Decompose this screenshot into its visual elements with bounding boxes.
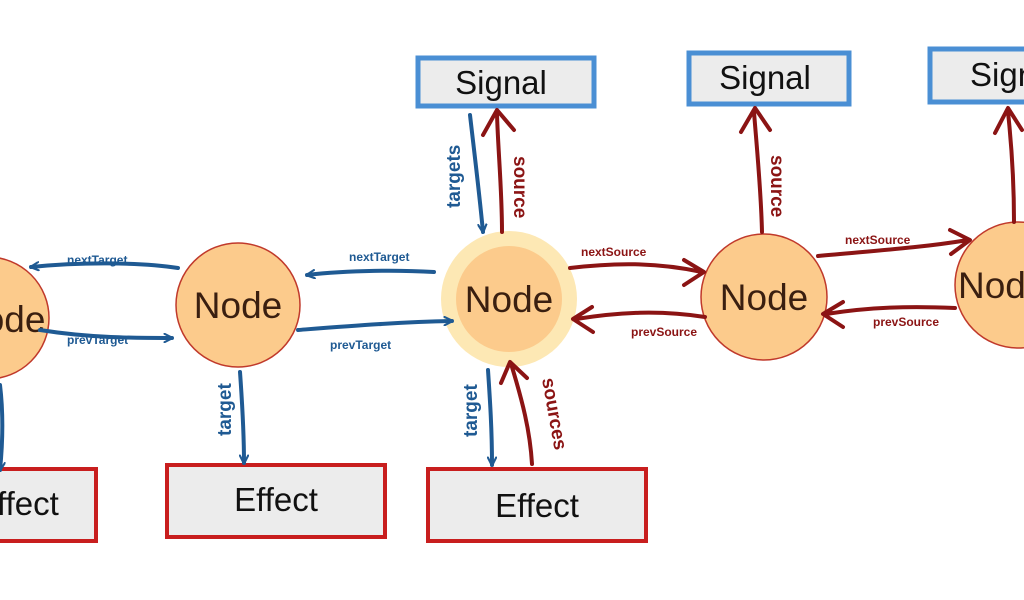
node-highlighted: Node: [441, 231, 577, 367]
target-arrow-2: [238, 370, 244, 465]
signal-label: Signal: [719, 59, 811, 96]
prev-source-label: prevSource: [873, 315, 939, 329]
node-1: Node: [0, 257, 50, 379]
prev-target-arrow-1: [38, 328, 174, 338]
next-target-arrow-1: [29, 263, 180, 268]
effect-box-2: Effect: [165, 463, 387, 539]
next-source-arrow-1: [568, 258, 706, 287]
source-label: source: [509, 156, 530, 218]
targets-arrow: [468, 113, 483, 234]
prev-target-label: prevTarget: [330, 338, 391, 352]
next-target-arrow-2: [305, 268, 436, 275]
signal-label: Signal: [970, 56, 1024, 93]
node-label: Node: [194, 285, 282, 326]
prev-target-arrow-2: [296, 321, 454, 332]
node-4: Node: [700, 233, 828, 361]
effect-label: Effect: [495, 487, 579, 524]
target-arrow-3: [486, 368, 492, 467]
node-5: Node: [954, 221, 1024, 349]
target-label: target: [461, 384, 482, 437]
effect-label: Effect: [234, 481, 318, 518]
target-arrow-1: [0, 383, 2, 472]
next-target-label: nextTarget: [67, 253, 127, 267]
signal-label: Signal: [455, 64, 547, 101]
source-arrow-3: [993, 106, 1024, 224]
next-source-arrow-2: [816, 228, 972, 258]
next-source-label: nextSource: [581, 245, 647, 259]
effect-box-1: Effect: [0, 467, 98, 543]
signal-box-3: Signal: [927, 46, 1024, 105]
sources-label: sources: [537, 376, 570, 451]
target-label: target: [215, 383, 236, 436]
node-label: Node: [0, 299, 45, 340]
source-arrow-2: [739, 106, 772, 234]
effect-box-3: Effect: [426, 467, 648, 543]
prev-target-label: prevTarget: [67, 333, 128, 347]
node-label: Node: [465, 279, 553, 320]
next-source-label: nextSource: [845, 233, 911, 247]
node-label: Node: [958, 265, 1024, 306]
source-arrow-1: [481, 108, 516, 234]
sources-arrow: [499, 360, 534, 466]
next-target-label: nextTarget: [349, 250, 409, 264]
node-label: Node: [720, 277, 808, 318]
targets-label: targets: [444, 145, 465, 208]
signal-box-2: Signal: [686, 50, 852, 107]
source-label: source: [766, 155, 787, 217]
prev-source-arrow-1: [571, 305, 707, 334]
signal-box-1: Signal: [415, 55, 597, 109]
prev-source-label: prevSource: [631, 325, 697, 339]
prev-source-arrow-2: [821, 300, 957, 329]
effect-label: Effect: [0, 485, 59, 522]
node-2: Node: [175, 242, 301, 368]
